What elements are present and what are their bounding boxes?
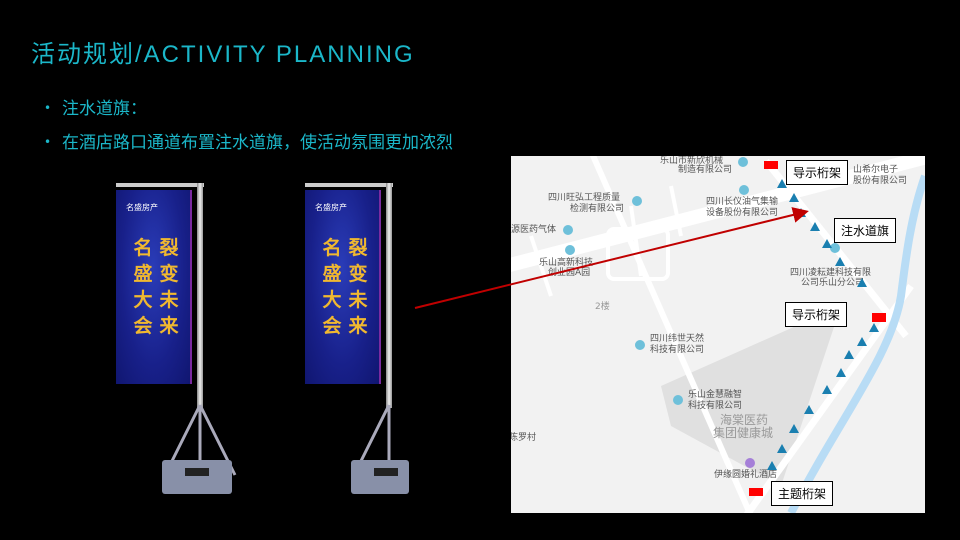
map-label: 海棠医药 xyxy=(720,413,769,427)
poi-icon xyxy=(563,225,573,235)
callout-theme-truss: 主题桁架 xyxy=(771,481,834,506)
callout-guide-truss: 导示桁架 xyxy=(785,302,848,327)
map-label: 伊缘圆婚礼酒店 xyxy=(714,470,778,480)
map-label: 乐山金慧融智 xyxy=(688,390,743,400)
bullet-dot-icon: • xyxy=(44,135,52,149)
map-label: 科技有限公司 xyxy=(688,401,743,411)
flag-banner: 名盛房产 名裂盛变大未会来 xyxy=(305,190,381,384)
flag-position-marker xyxy=(822,239,832,248)
map-markers xyxy=(563,157,879,470)
map-label: 四川旺弘工程质量 xyxy=(548,193,621,203)
flag-position-marker xyxy=(777,179,787,188)
flag-position-marker xyxy=(857,278,867,287)
poi-icon xyxy=(632,196,642,206)
flag-logo: 名盛房产 xyxy=(315,203,347,212)
flag-pole xyxy=(197,183,203,408)
bullet-text: 注水道旗： xyxy=(62,99,147,119)
flag-position-marker xyxy=(804,405,814,414)
flag-position-marker xyxy=(777,444,787,453)
flag-banner: 名盛房产 名裂盛变大未会来 xyxy=(116,190,192,384)
flag-top-bar xyxy=(305,183,393,187)
poi-icon xyxy=(565,245,575,255)
flag-position-marker xyxy=(836,368,846,377)
truss-marker xyxy=(764,161,778,169)
callout-water-flag: 注水道旗 xyxy=(834,218,897,243)
flag-pole xyxy=(386,183,392,408)
map-label: 山希尔电子 xyxy=(853,165,899,175)
map-label: 股份有限公司 xyxy=(853,176,908,186)
site-map: 乐山市新欣机械 制造有限公司 四川旺弘工程质量 检测有限公司 四川长仪油气集输 … xyxy=(511,156,925,513)
map-label: 集团健康城 xyxy=(713,426,774,440)
flag-logo: 名盛房产 xyxy=(126,203,158,212)
truss-marker xyxy=(872,313,886,322)
bullet-item: • 在酒店路口通道布置注水道旗，使活动氛围更加浓烈 xyxy=(44,128,453,153)
flag-position-marker xyxy=(796,208,806,217)
flag-position-marker xyxy=(835,257,845,266)
flag-base-icon xyxy=(162,404,237,494)
bullet-dot-icon: • xyxy=(44,101,52,115)
map-label: 制造有限公司 xyxy=(678,165,733,175)
flag-position-marker xyxy=(789,193,799,202)
flag-position-marker xyxy=(822,385,832,394)
bullet-text: 在酒店路口通道布置注水道旗，使活动氛围更加浓烈 xyxy=(62,133,453,153)
map-label: 乐山市新欣机械 xyxy=(660,156,724,166)
map-label: 科技有限公司 xyxy=(650,345,705,355)
page-title: 活动规划/ACTIVITY PLANNING xyxy=(31,41,415,68)
callout-guide-truss: 导示桁架 xyxy=(786,160,849,185)
flag-base-icon xyxy=(351,404,409,494)
flag-position-marker xyxy=(844,350,854,359)
map-label: 四川凌耘建科技有限 xyxy=(790,268,872,278)
flag-position-marker xyxy=(857,337,867,346)
poi-icon xyxy=(830,243,840,253)
flag-position-marker xyxy=(767,461,777,470)
map-label: 四川纬世天然 xyxy=(650,334,705,344)
map-label: 陈罗村 xyxy=(511,433,537,443)
flag-top-bar xyxy=(116,183,204,187)
poi-icon xyxy=(739,185,749,195)
truss-marker xyxy=(749,488,763,496)
poi-icon xyxy=(738,157,748,167)
map-label: 检测有限公司 xyxy=(570,204,625,214)
flag-position-marker xyxy=(810,222,820,231)
map-label: 四川长仪油气集输 xyxy=(706,197,779,207)
poi-icon xyxy=(673,395,683,405)
bullet-item: • 注水道旗： xyxy=(44,94,147,119)
flag-position-marker xyxy=(869,323,879,332)
map-label: 公司乐山分公司 xyxy=(801,278,865,288)
flag-position-marker xyxy=(789,424,799,433)
hotel-icon xyxy=(745,458,755,468)
poi-icon xyxy=(635,340,645,350)
